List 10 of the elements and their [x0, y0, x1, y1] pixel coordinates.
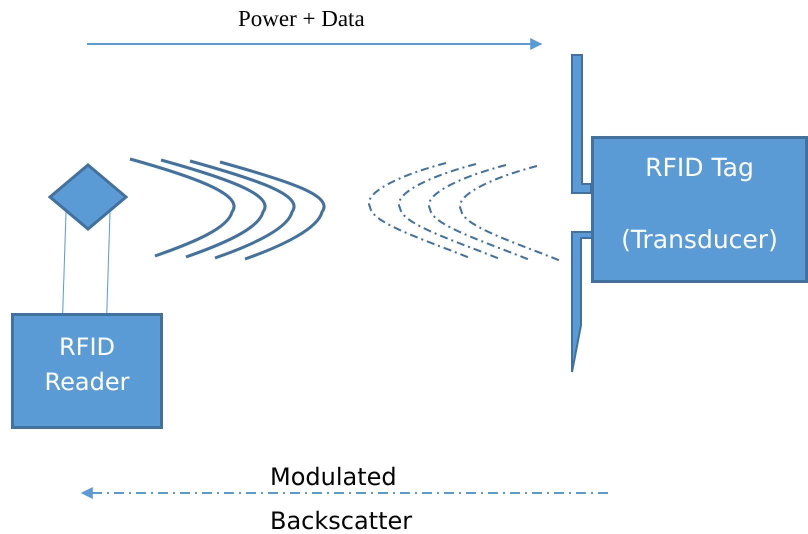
- text-label: Power + Data: [238, 6, 365, 32]
- text-label: Modulated Backscatter: [270, 462, 414, 534]
- reader-box: [11, 313, 163, 429]
- box-label: RFID Tag: [644, 152, 755, 180]
- tag-box: [591, 136, 808, 283]
- box-label: (Transducer): [620, 224, 779, 252]
- connector-line: [106, 212, 110, 314]
- box-label: RFID Reader: [44, 332, 130, 398]
- antenna-diamond: [48, 163, 128, 231]
- connector-line: [62, 212, 66, 314]
